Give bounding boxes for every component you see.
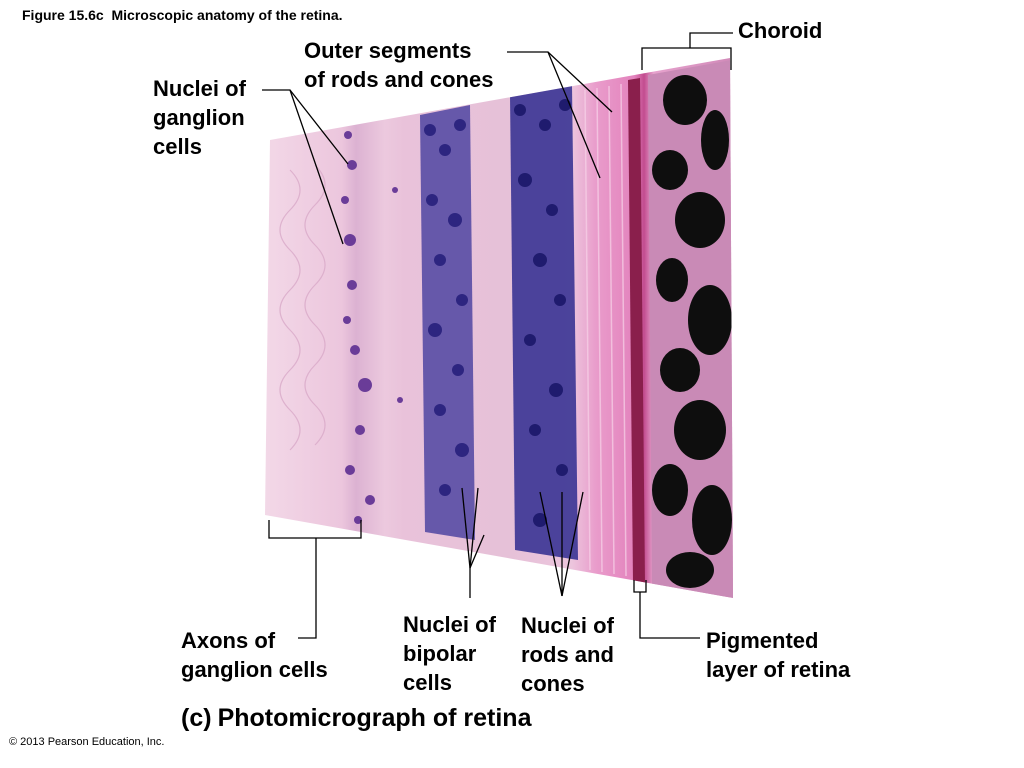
label-nuclei-rods-cones: Nuclei of rods and cones xyxy=(521,611,614,698)
photoreceptor-segments xyxy=(584,83,627,577)
label-line: rods and xyxy=(521,642,614,667)
copyright-notice: © 2013 Pearson Education, Inc. xyxy=(9,736,165,748)
label-axons-ganglion: Axons of ganglion cells xyxy=(181,626,328,684)
label-line: Axons of xyxy=(181,628,276,653)
ganglion-nuclei xyxy=(341,131,403,524)
figure-caption: (c)Photomicrograph of retina xyxy=(181,704,531,733)
label-line: cells xyxy=(153,134,202,159)
label-line: ganglion xyxy=(153,105,245,130)
label-line: ganglion cells xyxy=(181,657,328,682)
figure-title: Figure 15.6c Microscopic anatomy of the … xyxy=(22,7,343,23)
label-line: Nuclei of xyxy=(521,613,614,638)
caption-letter: (c) xyxy=(181,704,212,732)
label-nuclei-ganglion: Nuclei of ganglion cells xyxy=(153,74,246,161)
caption-text: Photomicrograph of retina xyxy=(217,704,532,732)
label-line: Outer segments xyxy=(304,38,472,63)
label-line: Choroid xyxy=(738,18,823,43)
label-line: of rods and cones xyxy=(304,67,494,92)
label-line: cells xyxy=(403,670,452,695)
tissue-section xyxy=(265,58,733,598)
label-line: Nuclei of xyxy=(153,76,246,101)
label-line: Pigmented xyxy=(706,628,819,653)
bipolar-nuclear-band xyxy=(420,105,475,540)
rod-cone-nuclear-band xyxy=(510,85,578,560)
label-choroid: Choroid xyxy=(738,16,822,45)
leader-lines xyxy=(262,32,733,639)
label-outer-segments: Outer segments of rods and cones xyxy=(304,36,493,94)
axon-layer xyxy=(279,164,326,451)
choroid-band xyxy=(648,60,733,598)
label-line: Nuclei of xyxy=(403,612,496,637)
label-line: bipolar xyxy=(403,641,477,666)
label-nuclei-bipolar: Nuclei of bipolar cells xyxy=(403,610,496,697)
label-pigmented-layer: Pigmented layer of retina xyxy=(706,626,850,684)
label-line: cones xyxy=(521,671,585,696)
label-line: layer of retina xyxy=(706,657,851,682)
pigment-layer-band xyxy=(628,78,645,585)
